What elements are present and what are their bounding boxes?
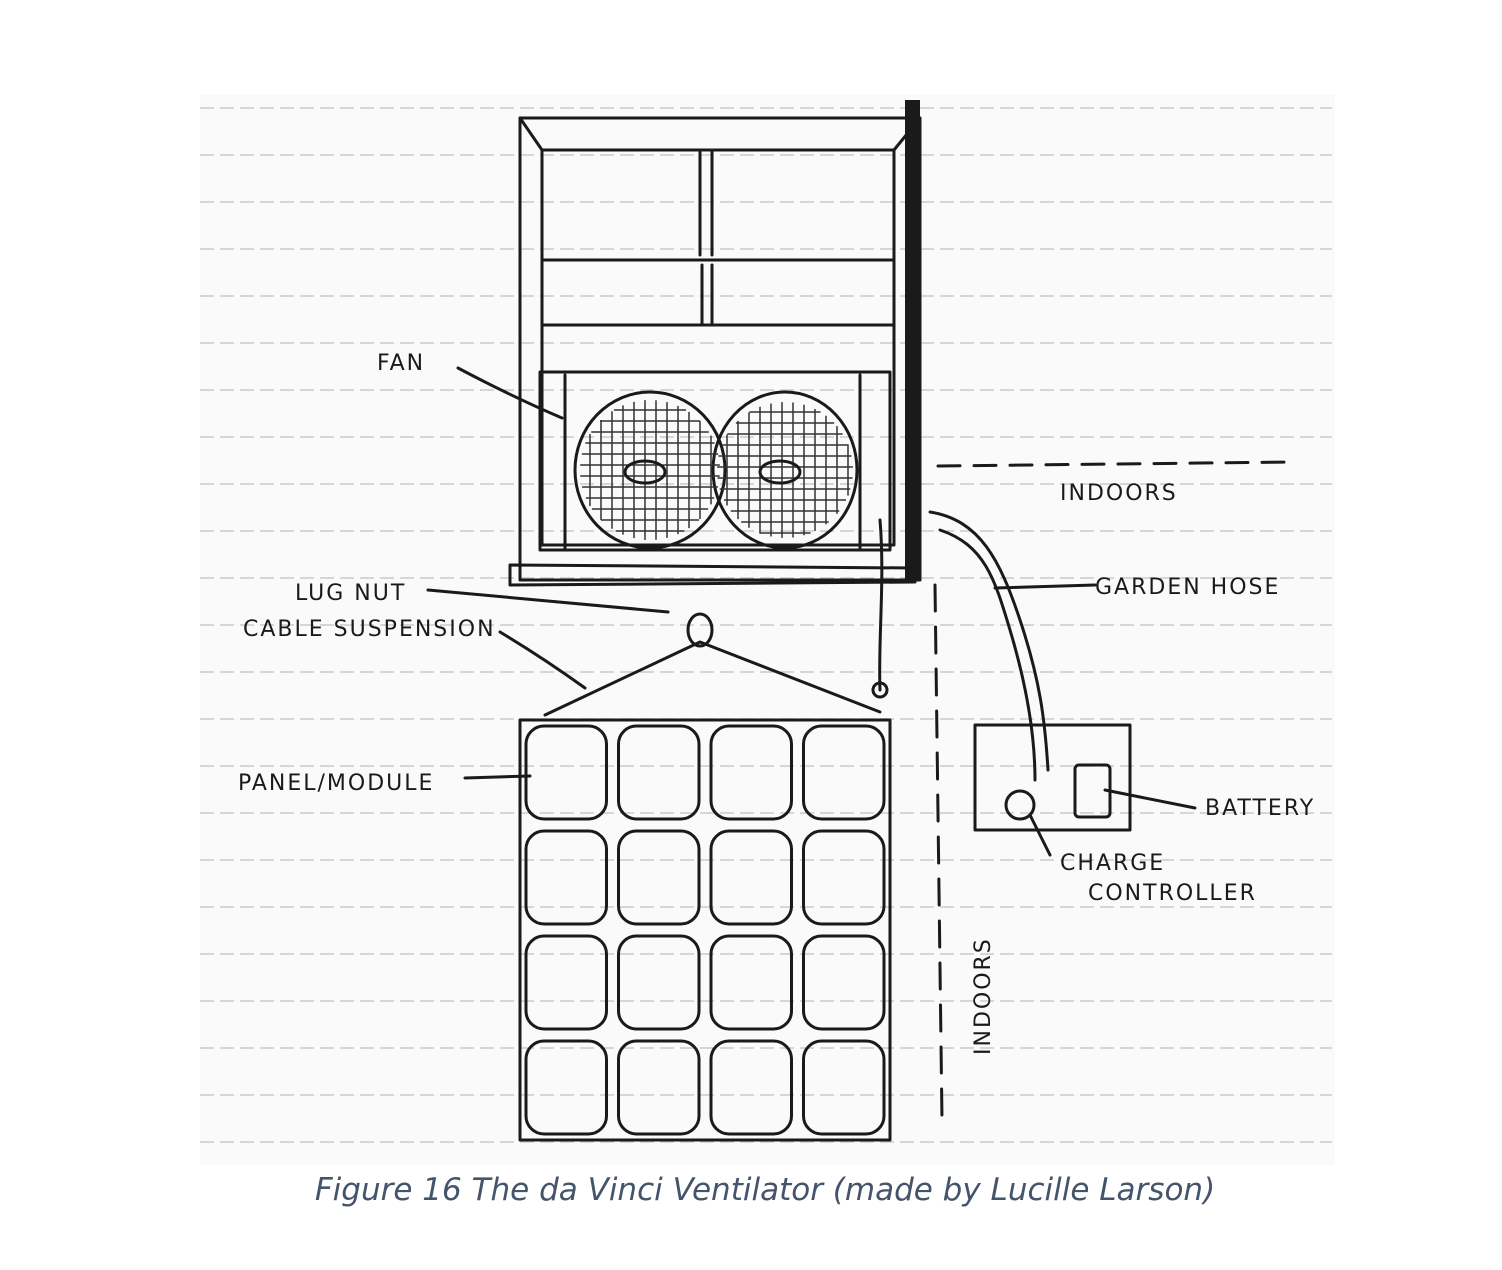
indoors-boundary <box>933 460 1297 1122</box>
battery-box <box>973 723 1132 832</box>
label-indoors-top: INDOORS <box>1060 481 1178 506</box>
solar-cell <box>617 934 701 1031</box>
lug-nut-and-cable <box>543 518 889 717</box>
solar-cell <box>709 1039 793 1136</box>
label-cable-suspension: CABLE SUSPENSION <box>243 617 496 642</box>
label-fan: FAN <box>377 351 425 376</box>
solar-cell <box>802 829 886 926</box>
solar-cell <box>709 934 793 1031</box>
paper-rules <box>200 107 1332 1143</box>
leader-lines <box>426 366 1197 857</box>
solar-panel <box>518 718 892 1142</box>
solar-cell <box>802 934 886 1031</box>
label-charge: CHARGE <box>1060 851 1165 876</box>
solar-cell <box>524 724 608 821</box>
solar-cell <box>802 1039 886 1136</box>
figure-caption: Figure 16 The da Vinci Ventilator (made … <box>314 1172 1216 1208</box>
label-lug-nut: LUG NUT <box>295 581 406 606</box>
solar-cell <box>617 829 701 926</box>
label-indoors-side: INDOORS <box>971 937 996 1055</box>
solar-cell <box>802 724 886 821</box>
solar-cell <box>617 1039 701 1136</box>
solar-cell <box>709 724 793 821</box>
labels: FAN INDOORS LUG NUT CABLE SUSPENSION GAR… <box>238 351 1315 1055</box>
solar-cell <box>709 829 793 926</box>
solar-cell <box>524 934 608 1031</box>
notebook-paper <box>200 95 1335 1165</box>
solar-cell <box>524 829 608 926</box>
window <box>508 100 922 587</box>
label-controller: CONTROLLER <box>1088 881 1257 906</box>
solar-cell <box>617 724 701 821</box>
fan <box>538 370 892 552</box>
solar-cell <box>524 1039 608 1136</box>
wall-edge <box>905 100 920 580</box>
label-battery: BATTERY <box>1205 796 1315 821</box>
label-garden-hose: GARDEN HOSE <box>1095 575 1280 600</box>
label-panel-module: PANEL/MODULE <box>238 771 434 796</box>
